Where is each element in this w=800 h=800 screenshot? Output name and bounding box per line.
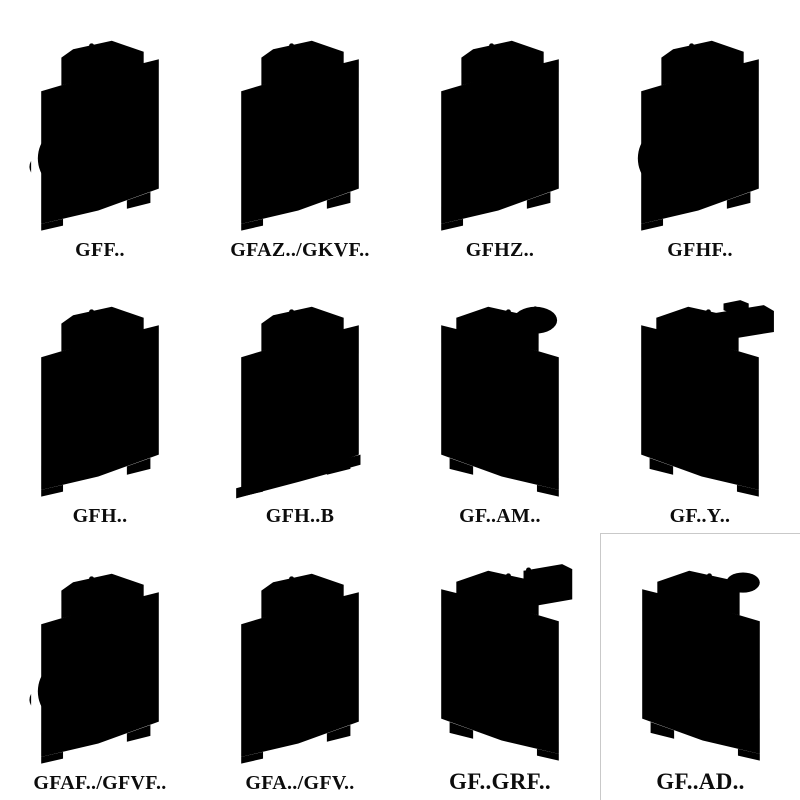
catalog-cell-gf-ad: GF..AD..: [600, 533, 800, 800]
model-label: GFH..B: [265, 505, 335, 528]
model-label: GFHF..: [667, 238, 733, 261]
model-label: GFAZ../GKVF..: [230, 238, 370, 261]
gearbox-hollow-bore-icon: [41, 307, 159, 497]
catalog-cell-gfaz-gkvf: GFAZ../GKVF..: [200, 0, 400, 267]
gearbox-flange-shaft-icon: [29, 573, 159, 764]
catalog-cell-gfhz: GFHZ..: [400, 0, 600, 267]
model-label: GFAF../GFVF..: [33, 771, 167, 794]
model-label: GFH..: [72, 505, 128, 528]
catalog-cell-gfa-gfv: GFA../GFV..: [200, 533, 400, 800]
gearbox-hollow-bore-foot-icon: [236, 307, 361, 499]
model-label: GF..GRF..: [449, 768, 551, 794]
gearbox-motor-adapter-icon: [429, 306, 586, 500]
gearbox-input-shaft-icon: [629, 562, 760, 764]
gearbox-hollow-bore-icon: [241, 40, 359, 231]
model-label: GFA../GFV..: [245, 771, 355, 794]
catalog-cell-gff: GFF..: [0, 0, 200, 267]
gearbox-flange-bore-icon: [637, 40, 759, 231]
gearbox-twin-bearing-icon: [441, 40, 559, 231]
catalog-cell-gfh-b: GFH..B: [200, 267, 400, 534]
catalog-cell-gfaf-gfvf: GFAF../GFVF..: [0, 533, 200, 800]
model-label: GF..AD..: [656, 768, 745, 794]
gearbox-adapter-box-icon: [429, 564, 573, 764]
catalog-cell-gf-am: GF..AM..: [400, 267, 600, 534]
model-label: GF..Y..: [669, 505, 731, 528]
gearbox-with-motor-icon: [629, 300, 774, 500]
catalog-cell-gf-grf: GF..GRF..: [400, 533, 600, 800]
gearbox-hollow-bore-icon: [241, 573, 359, 764]
gearbox-flange-shaft-icon: [29, 40, 159, 231]
model-label: GF..AM..: [459, 505, 541, 528]
model-label: GFF..: [75, 238, 125, 261]
catalog-cell-gfh: GFH..: [0, 267, 200, 534]
catalog-cell-gf-y: GF..Y..: [600, 267, 800, 534]
model-label: GFHZ..: [465, 238, 535, 261]
catalog-cell-gfhf: GFHF..: [600, 0, 800, 267]
